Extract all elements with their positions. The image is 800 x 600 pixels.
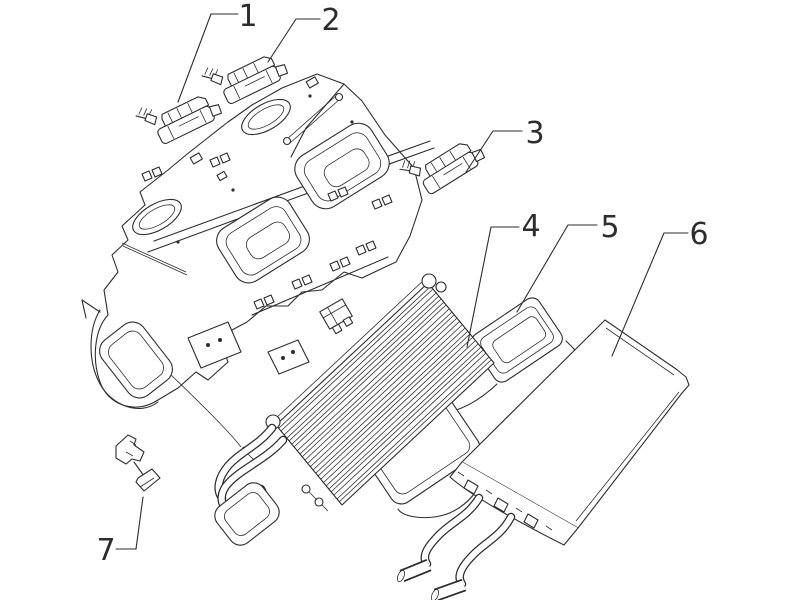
hose-end [431,588,439,600]
part-6-heater-core [397,319,690,600]
part-4-evaporator-core [214,273,495,546]
main-housing-unit [81,73,435,462]
callout-label-7: 7 [96,533,115,568]
heater-core-tank [449,461,579,546]
leader-line-2 [267,18,321,63]
callout-3: 3 [465,116,545,173]
callout-6: 6 [611,217,709,357]
linkage-rod-upper [282,92,344,146]
housing-ridge-lines [147,83,435,316]
heater-core-outline [461,319,690,529]
callout-label-6: 6 [689,217,708,252]
leader-line-7 [115,496,144,550]
leader-line-1 [177,13,239,103]
blower-flange [81,299,173,409]
leader-line-4 [466,226,520,348]
heater-core-rim-lines [575,327,680,522]
tab [189,152,203,165]
vent-opening-right [294,122,390,210]
callout-label-5: 5 [600,210,619,245]
hose-end [397,569,405,583]
leader-line-6 [611,232,689,357]
mounting-plate-bottom [267,339,310,375]
callout-7: 7 [96,496,144,568]
bracket-box [319,298,354,335]
vent-opening-center [216,196,310,284]
linkage-rod-lower [121,242,188,276]
callout-label-1: 1 [238,0,257,34]
callout-label-4: 4 [521,209,540,244]
callout-5: 5 [516,210,620,313]
tab [216,170,228,182]
evaporator-top-cap [421,273,437,289]
mounting-plate-left [187,321,242,369]
evaporator-top-edge [272,278,426,422]
leader-line-5 [516,224,598,313]
leader-line-3 [465,130,523,173]
part-7-bracket [115,434,161,492]
heater-core-pipes [397,493,516,600]
fitting-nub [301,484,311,494]
tab [305,76,319,89]
callout-label-2: 2 [321,3,340,38]
callout-1: 1 [177,0,258,103]
tube-flange [214,482,280,546]
evaporator-outline [275,282,495,506]
callout-2: 2 [267,3,341,63]
callout-label-3: 3 [525,116,544,151]
callout-4: 4 [466,209,541,348]
evaporator-fins [278,285,492,503]
